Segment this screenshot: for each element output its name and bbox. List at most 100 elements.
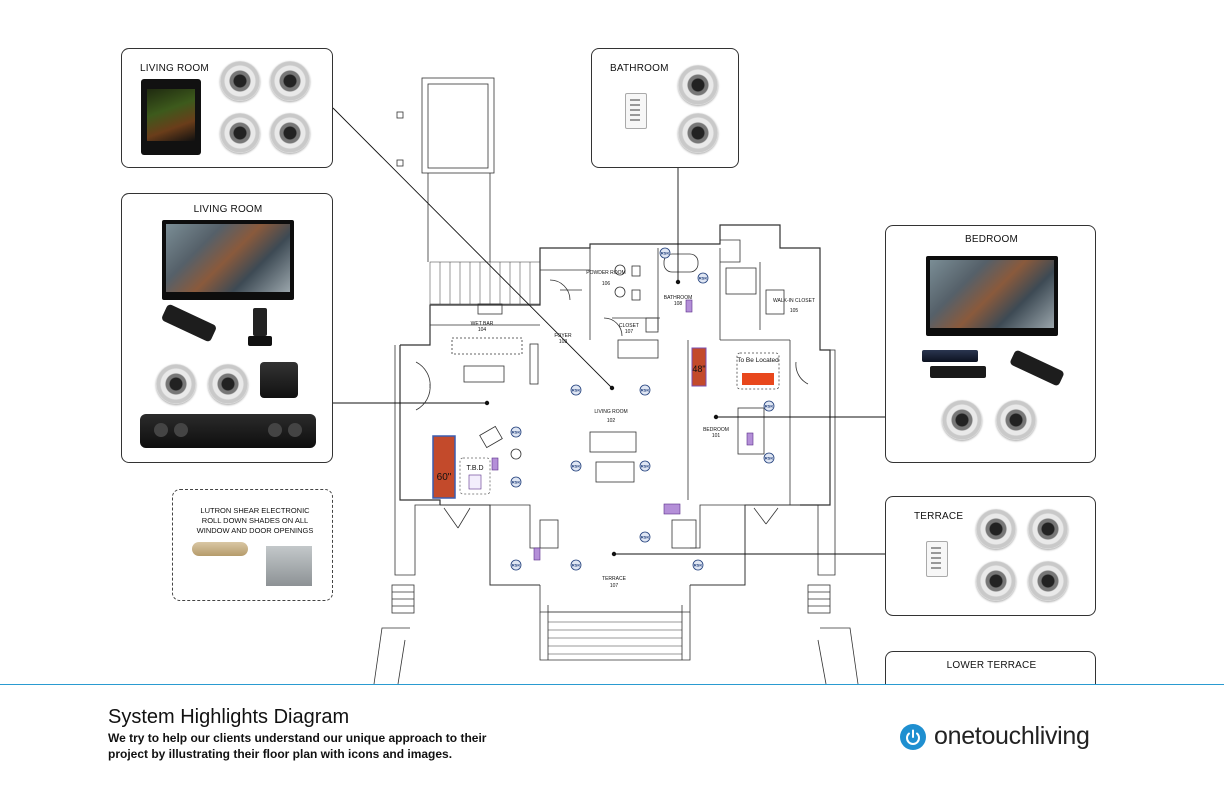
tv-marker-60: 60" bbox=[432, 435, 456, 499]
speaker-marker: RSK bbox=[639, 531, 651, 543]
room-label: WET BAR bbox=[471, 321, 494, 327]
panel-title: TERRACE bbox=[914, 511, 964, 522]
room-label: TERRACE bbox=[602, 576, 627, 582]
speaker-marker: RSK bbox=[763, 400, 775, 412]
terrace-panel: TERRACE bbox=[885, 496, 1096, 616]
svg-text:RSK: RSK bbox=[512, 430, 521, 435]
roller-shade-image bbox=[192, 542, 248, 556]
logo-wordmark: onetouchliving bbox=[934, 722, 1090, 750]
panel-title: BATHROOM bbox=[610, 63, 669, 74]
speaker-marker: RSK bbox=[570, 460, 582, 472]
ceiling-speaker-icon bbox=[270, 61, 310, 101]
ceiling-speaker-icon bbox=[678, 65, 718, 105]
room-number: 104 bbox=[478, 327, 487, 333]
ipod-dock-image bbox=[248, 308, 272, 348]
keypad-icon bbox=[625, 93, 647, 129]
room-number: 107 bbox=[610, 583, 619, 589]
touchscreen-image bbox=[141, 79, 201, 155]
svg-text:RSK: RSK bbox=[661, 251, 670, 256]
svg-text:T.B.D: T.B.D bbox=[466, 465, 483, 472]
svg-text:RSK: RSK bbox=[641, 388, 650, 393]
bathroom-panel: BATHROOM bbox=[591, 48, 739, 168]
room-number: 107 bbox=[625, 329, 634, 335]
speaker-marker: RSK bbox=[510, 559, 522, 571]
svg-text:RSK: RSK bbox=[641, 464, 650, 469]
room-label: FOYER bbox=[554, 333, 572, 339]
svg-text:RSK: RSK bbox=[765, 456, 774, 461]
ceiling-speaker-icon bbox=[208, 364, 248, 404]
tv-marker-48: 48" bbox=[691, 347, 707, 387]
tv-image bbox=[926, 256, 1058, 336]
speaker-marker: RSK bbox=[570, 384, 582, 396]
ceiling-speaker-icon bbox=[996, 400, 1036, 440]
ceiling-speaker-icon bbox=[976, 561, 1016, 601]
speaker-marker: RSK bbox=[570, 559, 582, 571]
lutron-shades-note: LUTRON SHEAR ELECTRONIC ROLL DOWN SHADES… bbox=[196, 506, 314, 535]
speaker-marker: RSK bbox=[510, 476, 522, 488]
svg-text:RSK: RSK bbox=[512, 563, 521, 568]
panel-title: BEDROOM bbox=[964, 234, 1019, 245]
subwoofer-image bbox=[260, 362, 298, 398]
bedroom-panel: BEDROOM bbox=[885, 225, 1096, 463]
speaker-marker: RSK bbox=[510, 426, 522, 438]
room-label: POWDER ROOM bbox=[586, 270, 625, 276]
ceiling-speaker-icon bbox=[1028, 561, 1068, 601]
room-number: 102 bbox=[607, 418, 616, 424]
svg-text:RSK: RSK bbox=[641, 535, 650, 540]
svg-text:RSK: RSK bbox=[572, 388, 581, 393]
svg-text:RSK: RSK bbox=[765, 404, 774, 409]
svg-text:48": 48" bbox=[692, 364, 705, 374]
receiver-image bbox=[930, 366, 986, 378]
footer-divider bbox=[0, 684, 1224, 685]
soundbar-image bbox=[140, 414, 316, 448]
ceiling-speaker-icon bbox=[220, 113, 260, 153]
room-number: 105 bbox=[790, 308, 799, 314]
living-room-av-panel: LIVING ROOM bbox=[121, 193, 333, 463]
ceiling-speaker-icon bbox=[270, 113, 310, 153]
blu-ray-player-image bbox=[922, 350, 978, 362]
room-label: WALK-IN CLOSET bbox=[773, 298, 815, 304]
page-description: We try to help our clients understand ou… bbox=[108, 731, 487, 761]
room-number: 101 bbox=[712, 433, 721, 439]
svg-text:RSK: RSK bbox=[694, 563, 703, 568]
room-number: 106 bbox=[602, 281, 611, 287]
room-label: CLOSET bbox=[619, 323, 639, 329]
living-room-control-panel: LIVING ROOM bbox=[121, 48, 333, 168]
ceiling-speaker-icon bbox=[156, 364, 196, 404]
tv-image bbox=[162, 220, 294, 300]
room-number: 103 bbox=[559, 339, 568, 345]
ceiling-speaker-icon bbox=[942, 400, 982, 440]
svg-text:60": 60" bbox=[437, 472, 452, 483]
speaker-marker: RSK bbox=[639, 460, 651, 472]
speaker-marker: RSK bbox=[692, 559, 704, 571]
remote-control-image bbox=[160, 303, 218, 343]
ceiling-speaker-icon bbox=[220, 61, 260, 101]
svg-text:RSK: RSK bbox=[699, 276, 708, 281]
svg-text:RSK: RSK bbox=[512, 480, 521, 485]
room-label: BATHROOM bbox=[664, 295, 693, 301]
svg-text:To Be Located: To Be Located bbox=[737, 357, 779, 364]
ceiling-speaker-icon bbox=[976, 509, 1016, 549]
panel-title: LOWER TERRACE bbox=[946, 660, 1037, 671]
power-icon bbox=[900, 723, 926, 750]
keypad-icon bbox=[926, 541, 948, 577]
room-label: LIVING ROOM bbox=[594, 409, 627, 415]
tbd-marker: T.B.D bbox=[459, 457, 491, 495]
panel-title: LIVING ROOM bbox=[193, 204, 263, 215]
speaker-marker: RSK bbox=[697, 272, 709, 284]
ceiling-speaker-icon bbox=[678, 113, 718, 153]
remote-control-image bbox=[1009, 349, 1065, 387]
to-be-located-marker: To Be Located bbox=[736, 352, 780, 390]
speaker-marker: RSK bbox=[639, 384, 651, 396]
room-number: 108 bbox=[674, 301, 683, 307]
ceiling-speaker-icon bbox=[1028, 509, 1068, 549]
speaker-marker: RSK bbox=[659, 247, 671, 259]
room-label: BEDROOM bbox=[703, 427, 729, 433]
shade-fabric-image bbox=[266, 546, 312, 586]
svg-text:RSK: RSK bbox=[572, 464, 581, 469]
brand-logo: onetouchliving bbox=[900, 722, 1090, 751]
svg-text:RSK: RSK bbox=[572, 563, 581, 568]
floor-plan-drawing: RSK RSK RSK RSK RSK RSK RSK RSK RSK RSK … bbox=[332, 77, 885, 684]
page-title: System Highlights Diagram bbox=[108, 706, 350, 728]
panel-title: LIVING ROOM bbox=[140, 63, 209, 74]
